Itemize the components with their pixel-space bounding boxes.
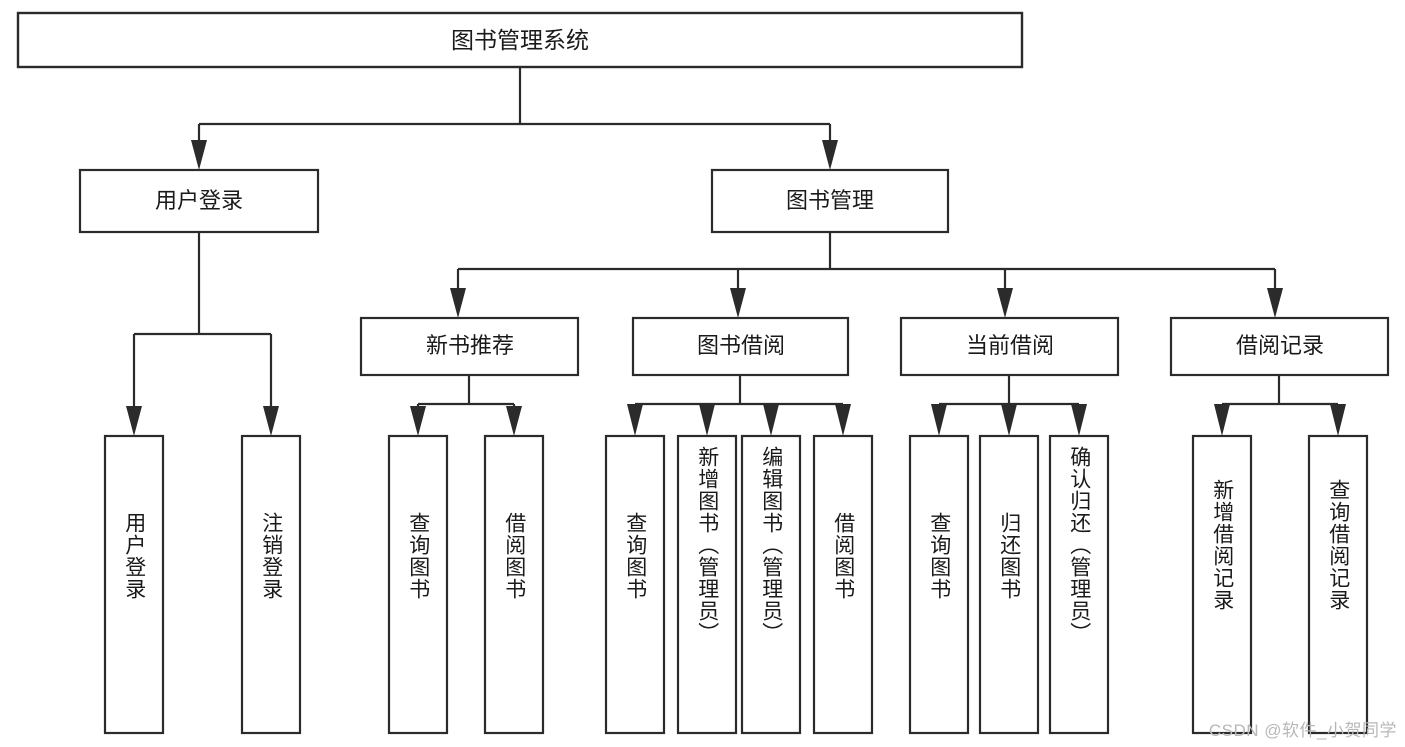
node-new-book-recommend[interactable]: 新书推荐	[359, 316, 580, 377]
leaf-box-book-borrow-4[interactable]	[812, 434, 874, 735]
arrow-level3-2-icon	[730, 288, 746, 318]
arrow-book-borrow-leaf-4-icon	[835, 404, 851, 436]
arrow-level3-3-icon	[997, 288, 1013, 318]
leaf-box-borrow-record-1[interactable]	[1191, 434, 1253, 735]
node-book-manage-box[interactable]	[710, 168, 950, 234]
node-borrow-record-box[interactable]	[1169, 316, 1390, 377]
leaf-box-book-borrow-1[interactable]	[604, 434, 666, 735]
leaf-box-current-borrow-3[interactable]	[1048, 434, 1110, 735]
arrow-user-login-leaf-1-icon	[126, 406, 142, 436]
csdn-watermark: CSDN @软件_小贺同学	[1208, 721, 1397, 740]
arrow-book-borrow-leaf-3-icon	[763, 404, 779, 436]
node-new-book-recommend-label: 新书推荐	[426, 333, 514, 358]
arrow-borrow-record-leaf-2-icon	[1330, 404, 1346, 436]
leaf-box-borrow-record-2[interactable]	[1307, 434, 1369, 735]
node-borrow-record-label: 借阅记录	[1236, 333, 1324, 358]
node-current-borrow[interactable]: 当前借阅	[899, 316, 1120, 377]
node-book-borrow-label: 图书借阅	[697, 333, 785, 358]
node-borrow-record[interactable]: 借阅记录	[1169, 316, 1390, 377]
arrow-borrow-record-leaf-1-icon	[1214, 404, 1230, 436]
leaf-box-new-book-2[interactable]	[483, 434, 545, 735]
arrow-current-borrow-leaf-1-icon	[931, 404, 947, 436]
arrow-book-borrow-leaf-2-icon	[699, 404, 715, 436]
arrow-current-borrow-leaf-2-icon	[1001, 404, 1017, 436]
node-current-borrow-label: 当前借阅	[966, 333, 1054, 358]
node-user-login[interactable]: 用户登录	[78, 168, 320, 234]
node-book-borrow[interactable]: 图书借阅	[631, 316, 850, 377]
node-current-borrow-box[interactable]	[899, 316, 1120, 377]
node-root-label: 图书管理系统	[451, 27, 589, 53]
node-new-book-recommend-box[interactable]	[359, 316, 580, 377]
node-user-login-box[interactable]	[78, 168, 320, 234]
leaf-box-current-borrow-1[interactable]	[908, 434, 970, 735]
node-root-box[interactable]	[16, 11, 1024, 69]
node-book-manage-label: 图书管理	[786, 188, 874, 213]
arrow-to-book-manage-icon	[822, 140, 838, 170]
node-root[interactable]: 图书管理系统	[16, 11, 1024, 69]
arrow-to-user-login-icon	[191, 140, 207, 170]
arrow-current-borrow-leaf-3-icon	[1071, 404, 1087, 436]
leaf-box-user-login-1[interactable]	[103, 434, 165, 735]
arrow-level3-1-icon	[450, 288, 466, 318]
leaf-box-user-login-2[interactable]	[240, 434, 302, 735]
leaf-box-new-book-1[interactable]	[387, 434, 449, 735]
node-user-login-label: 用户登录	[155, 188, 243, 213]
arrow-user-login-leaf-2-icon	[263, 406, 279, 436]
connector-layer	[126, 67, 1346, 436]
leaf-box-book-borrow-2[interactable]	[676, 434, 738, 735]
arrow-book-borrow-leaf-1-icon	[627, 404, 643, 436]
node-book-manage[interactable]: 图书管理	[710, 168, 950, 234]
leaf-box-current-borrow-2[interactable]	[978, 434, 1040, 735]
leaf-box-book-borrow-3[interactable]	[740, 434, 802, 735]
arrow-level3-4-icon	[1267, 288, 1283, 318]
arrow-new-book-leaf-1-icon	[410, 406, 426, 436]
node-book-borrow-box[interactable]	[631, 316, 850, 377]
arrow-new-book-leaf-2-icon	[506, 406, 522, 436]
leaf-box-layer	[103, 434, 1369, 735]
